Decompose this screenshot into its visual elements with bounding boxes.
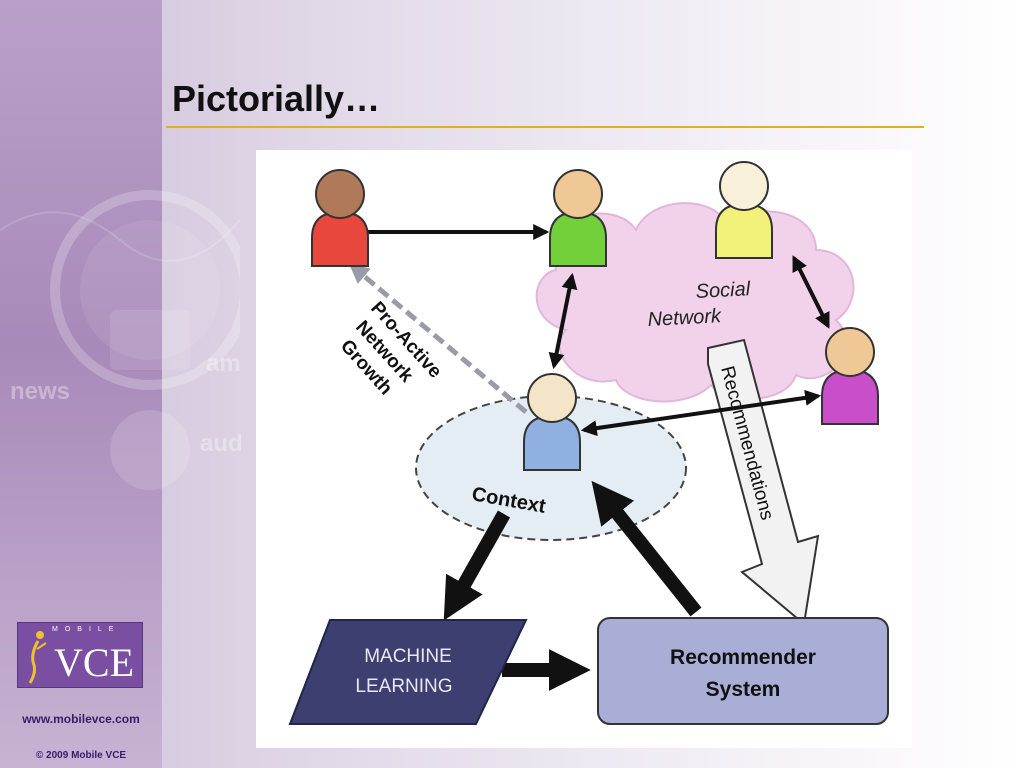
recommender-label-line1: Recommender <box>670 646 816 669</box>
slide-title: Pictorially… <box>172 78 381 119</box>
recommender-to-context-arrow <box>591 480 702 617</box>
logo-figure-icon <box>28 631 47 684</box>
person-magenta-icon <box>821 327 879 425</box>
deco-word-am: am <box>206 350 241 377</box>
context-to-ml-arrow <box>443 510 511 621</box>
sidebar-decorative-collage <box>0 190 240 490</box>
social-network-label-line2: Network <box>647 305 722 331</box>
logo-mobile-text: MOBILE <box>52 626 121 633</box>
person-red-icon <box>311 169 369 267</box>
mobile-vce-logo: MOBILE VCE <box>17 622 143 688</box>
person-green-icon <box>549 169 607 267</box>
green-blue-link-arrow <box>548 272 578 370</box>
title-underline <box>166 126 924 128</box>
blue-magenta-link-arrow <box>580 389 822 437</box>
copyright-text: © 2009 Mobile VCE <box>35 750 127 761</box>
deco-word-news: news <box>10 378 71 405</box>
social-network-label-line1: Social <box>695 278 751 303</box>
machine-learning-label-line2: LEARNING <box>355 676 452 697</box>
deco-word-aud: aud <box>200 430 243 457</box>
person-blue-icon <box>523 373 581 471</box>
machine-learning-box <box>288 619 528 725</box>
person-yellow-icon <box>715 161 773 259</box>
recommender-system-box <box>597 617 889 725</box>
proactive-label-group: Pro-Active Network Growth <box>336 298 446 400</box>
yellow-magenta-link-arrow <box>792 255 830 329</box>
proactive-growth-dashed-arrow <box>348 263 528 414</box>
website-link[interactable]: www.mobilevce.com <box>22 712 140 726</box>
recommender-label-line2: System <box>706 678 781 701</box>
machine-learning-label-line1: MACHINE <box>364 646 452 667</box>
diagram-canvas: Social Network Context Recommendations P… <box>256 150 912 748</box>
logo-vce-text: VCE <box>54 640 134 685</box>
